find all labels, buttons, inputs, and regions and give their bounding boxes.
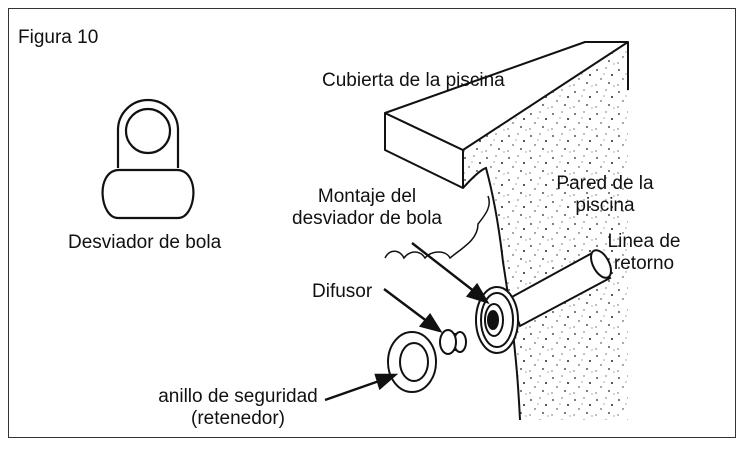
diffuser-part <box>439 329 467 355</box>
assembly-label-line1: Montaje del <box>317 186 417 207</box>
leader-arrows <box>324 242 490 402</box>
assembly-label: Montaje del desviador de bola <box>287 186 447 230</box>
assembly-label-line2: desviador de bola <box>292 208 442 229</box>
figure-frame <box>8 8 736 438</box>
safety-ring-label: anillo de seguridad (retenedor) <box>148 386 328 430</box>
safety-ring-label-line2: (retenedor) <box>191 408 285 429</box>
diffuser-label: Difusor <box>312 281 373 302</box>
pool-wall-label-line1: Pared de la <box>556 173 654 194</box>
figure-title: Figura 10 <box>18 27 99 48</box>
return-line-label-line1: Linea de <box>607 231 681 252</box>
pool-deck-label: Cubierta de la piscina <box>322 70 505 91</box>
safety-ring-part <box>387 331 437 393</box>
ball-diverter-label: Desviador de bola <box>68 232 222 253</box>
safety-ring-label-line1: anillo de seguridad <box>158 386 318 407</box>
pool-wall-label-line2: piscina <box>575 195 635 216</box>
pool-wall-label: Pared de la piscina <box>545 173 665 217</box>
assembly-callout-cloud <box>384 195 490 260</box>
assembly-fitting <box>475 286 519 354</box>
return-line-label: Linea de retorno <box>596 231 692 275</box>
pool-wall <box>462 42 629 421</box>
ball-diverter-icon <box>101 98 195 220</box>
return-line-label-line2: retorno <box>613 253 675 274</box>
